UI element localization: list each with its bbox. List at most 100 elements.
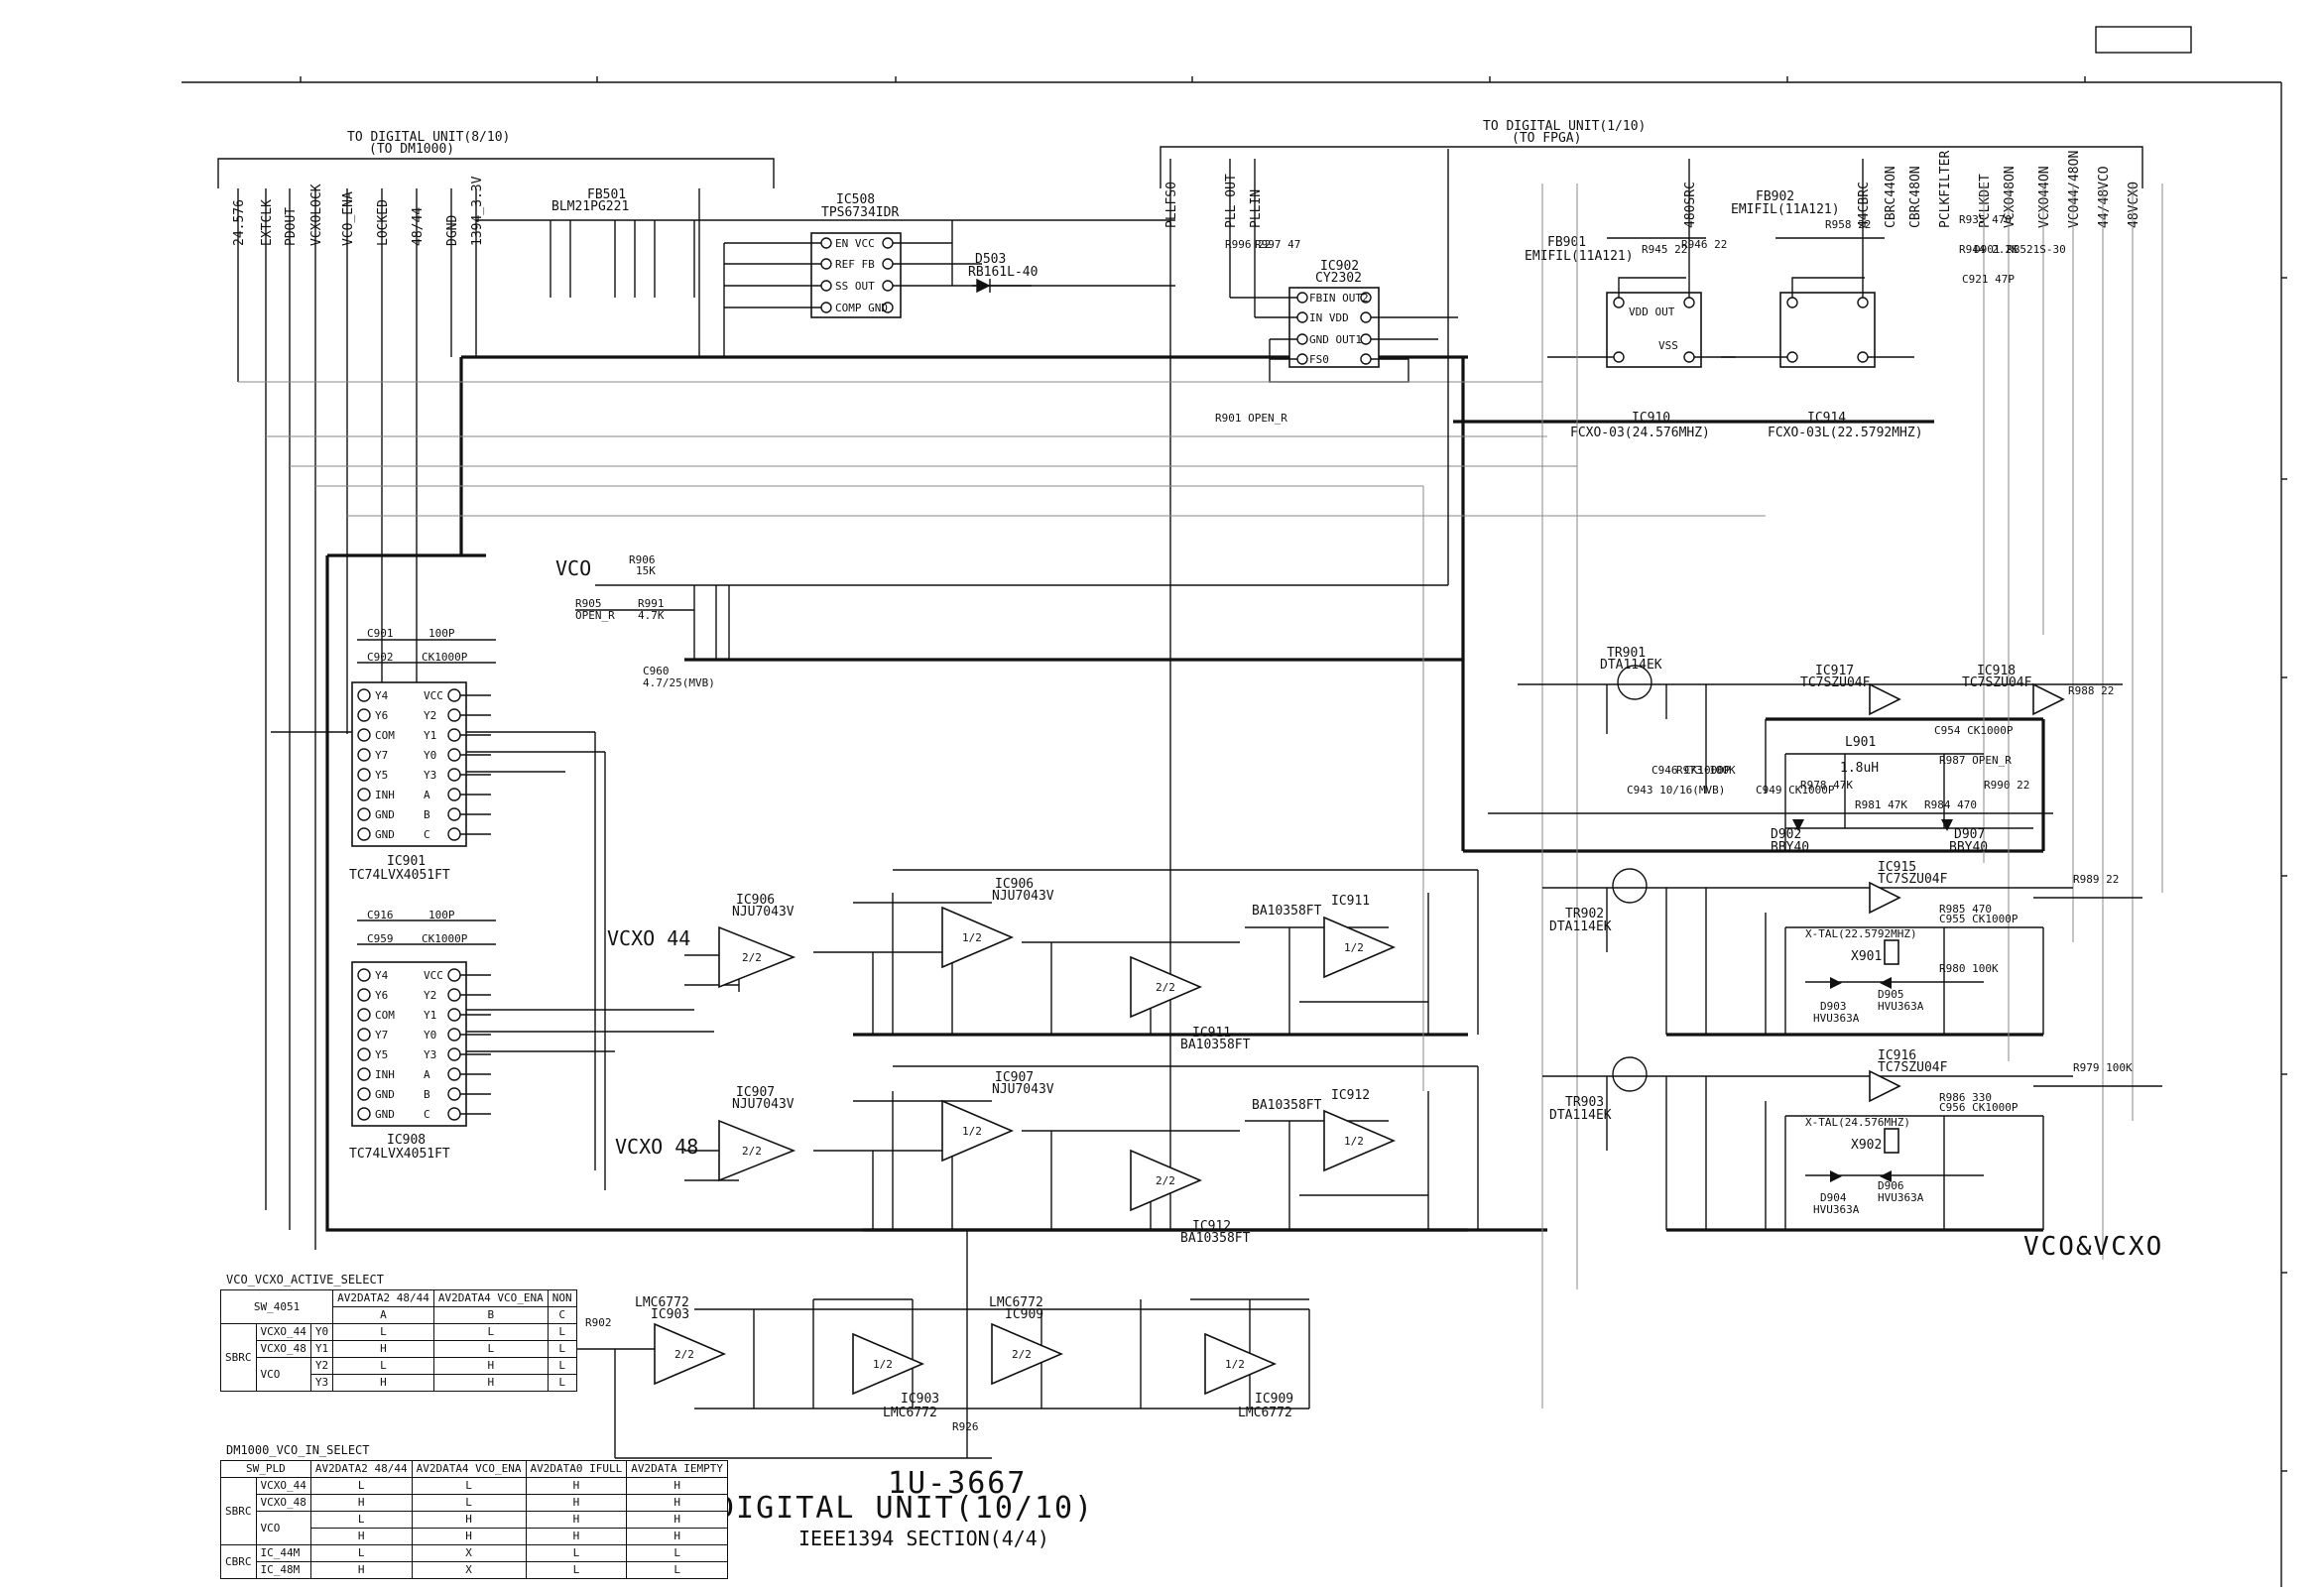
passive-label: R973 100K: [1676, 764, 1736, 777]
r906-label: R906: [629, 553, 656, 566]
ic903b-unit: 1/2: [873, 1358, 893, 1371]
ic918-inverter: [2032, 682, 2065, 716]
ic910-part: FCXO-03(24.576MHZ): [1570, 426, 1710, 440]
d907-label: D907: [1954, 827, 1985, 842]
lmc-network: [575, 1230, 1310, 1459]
d904-symbol: [1830, 1170, 1842, 1182]
t2-r3c4: H: [626, 1528, 728, 1545]
mux-pin-label-left: INH: [375, 1068, 395, 1081]
model-number: 1U-3667: [888, 1466, 1027, 1501]
mux-pin-label-left: COM: [375, 729, 395, 742]
x901-value: X-TAL(22.5792MHZ): [1805, 927, 1917, 940]
header-bracket-right: [1160, 146, 2143, 188]
passive-label: R988 22: [2068, 684, 2114, 697]
header-to-digital-1: TO DIGITAL UNIT(1/10): [1483, 119, 1646, 134]
c960-value: 4.7/25(MVB): [643, 676, 715, 689]
c960-label: C960: [643, 665, 670, 677]
t1-r3c3: H: [432, 1374, 549, 1392]
mux-pin-label-left: Y7: [375, 1029, 388, 1042]
passive-label: R980 100K: [1939, 962, 1999, 975]
mux-pin-label-left: GND: [375, 1088, 395, 1101]
t1-r0c0: VCXO_44: [255, 1323, 311, 1341]
d503-label: D503: [975, 252, 1006, 267]
ic908-mux: [351, 919, 496, 1127]
signal-label-left: LOCKED: [376, 199, 391, 246]
c959-label: C959: [367, 932, 394, 945]
ic912b-unit: 1/2: [1344, 1135, 1364, 1148]
passive-label: R990 22: [1984, 779, 2029, 792]
t2-r5c3: L: [525, 1561, 628, 1579]
tr903-label: TR903: [1565, 1095, 1604, 1110]
t2-r5c2: X: [411, 1561, 527, 1579]
ic912b-opamp: [1323, 1109, 1397, 1172]
ic903-part: LMC6772: [635, 1295, 689, 1310]
passive-label: R981 47K: [1855, 798, 1907, 811]
t2-r1c0: VCXO_48: [255, 1494, 311, 1512]
ic508-part: TPS6734IDR: [821, 205, 899, 220]
ic903-label: IC903: [651, 1307, 689, 1322]
signal-label-right: PCLKDET: [1978, 174, 1993, 228]
r906-value: 15K: [636, 564, 656, 577]
mux-pin: [357, 807, 371, 821]
passive-label: R985 470: [1939, 903, 1992, 916]
ic907b-opamp: [941, 1099, 1015, 1163]
t1-r1c2: H: [332, 1340, 434, 1358]
r926-label: R926: [952, 1420, 979, 1433]
mux-pin-label-left: COM: [375, 1009, 395, 1022]
ic508-pin-ss: SS OUT: [835, 280, 875, 293]
ic508-label: IC508: [836, 192, 875, 207]
t2-r5c1: H: [309, 1561, 413, 1579]
mux-pin-label-right: Y3: [424, 1048, 436, 1061]
tr901-label: TR901: [1607, 646, 1646, 661]
ic909a-opamp: [991, 1322, 1064, 1386]
mux-pin-label-right: A: [424, 1068, 430, 1081]
mux-pin: [357, 1107, 371, 1121]
fb902-label: FB902: [1756, 189, 1794, 204]
mux-pin-label-left: Y5: [375, 1048, 388, 1061]
mux-pin: [357, 1087, 371, 1101]
ic917-inverter: [1869, 682, 1901, 716]
ic912-label: IC912: [1331, 1088, 1370, 1103]
t1-h-c: NON: [547, 1289, 577, 1307]
signal-label-left: 48/44: [411, 207, 426, 246]
header-bracket-left: [217, 158, 775, 188]
t1-r0c3: L: [432, 1323, 549, 1341]
ic907a-unit: 2/2: [742, 1145, 762, 1158]
t1-sub-b: B: [432, 1306, 549, 1324]
t1-r2c3: H: [432, 1357, 549, 1375]
mux-pin-label-right: B: [424, 808, 430, 821]
passive-label: R945 22: [1642, 243, 1687, 256]
x901-label: X901: [1851, 949, 1882, 964]
ic906a-unit: 2/2: [742, 951, 762, 964]
t2-r2c1: L: [309, 1511, 413, 1529]
t2-r2c4: H: [626, 1511, 728, 1529]
t1-r0c2: L: [332, 1323, 434, 1341]
l901-value: 1.8uH: [1840, 761, 1879, 776]
ic912a-opamp: [1130, 1149, 1203, 1212]
x902-value: X-TAL(24.576MHZ): [1805, 1116, 1910, 1129]
ic909b-opamp: [1204, 1332, 1278, 1396]
ic901-label: IC901: [387, 854, 426, 869]
t2-r2c3: H: [525, 1511, 628, 1529]
ic508-pin-en: EN VCC: [835, 237, 875, 250]
ic916-part: TC7SZU04F: [1878, 1060, 1948, 1075]
ic918-part: TC7SZU04F: [1962, 675, 2032, 690]
t2-r2c2: H: [411, 1511, 527, 1529]
unit-name: DIGITAL UNIT(10/10): [716, 1491, 1094, 1526]
d906-part: HVU363A: [1878, 1191, 1924, 1204]
t2-h-sw: SW_PLD: [220, 1460, 311, 1478]
d905-label: D905: [1878, 988, 1904, 1001]
l901-label: L901: [1845, 735, 1876, 750]
ic508-pins: [723, 220, 1175, 357]
ic911-label: IC911: [1331, 894, 1370, 909]
t2-h-3: AV2DATA0 IFULL: [525, 1460, 628, 1478]
signal-label-right: 48VCXO: [2127, 182, 2141, 228]
mux-pin: [357, 688, 371, 702]
mux-pin: [357, 988, 371, 1002]
t2-r4c4: L: [626, 1544, 728, 1562]
ic902-pin-fbin: FBIN OUT2: [1309, 292, 1369, 305]
ic911b-label: IC911: [1192, 1026, 1231, 1041]
ic911a-opamp: [1130, 955, 1203, 1019]
t2-r4c0: IC_44M: [255, 1544, 311, 1562]
signal-label-right: 44/48VCO: [2097, 166, 2112, 228]
